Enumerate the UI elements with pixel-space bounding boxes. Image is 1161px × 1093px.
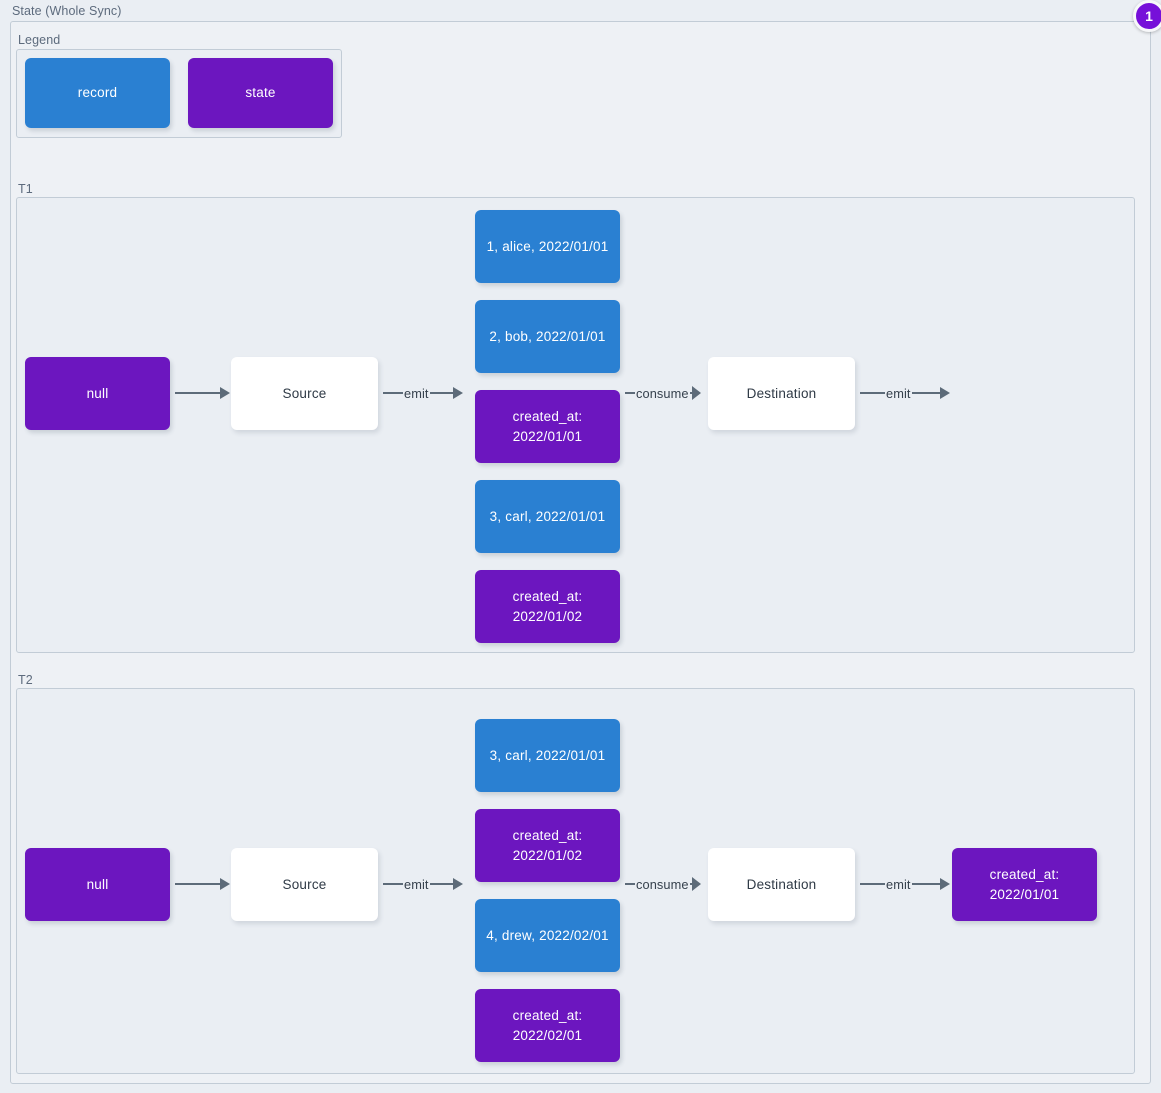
- t1-source-node: Source: [231, 357, 378, 430]
- t2-destination-node: Destination: [708, 848, 855, 921]
- t1-emitted-item-2: 2, bob, 2022/01/01: [475, 300, 620, 373]
- t1-edge-consume: consume: [625, 383, 701, 403]
- legend-item-state: state: [188, 58, 333, 128]
- t2-source-node: Source: [231, 848, 378, 921]
- legend-item-record: record: [25, 58, 170, 128]
- t1-emitted-item-1: 1, alice, 2022/01/01: [475, 210, 620, 283]
- diagram-title: State (Whole Sync): [12, 4, 122, 18]
- t2-emitted-item-1: 3, carl, 2022/01/01: [475, 719, 620, 792]
- t1-emitted-item-4: 3, carl, 2022/01/01: [475, 480, 620, 553]
- t2-edge-destination-emit: emit: [860, 874, 950, 894]
- t2-edge-source-emit-label: emit: [404, 876, 429, 892]
- t2-edge-destination-emit-label: emit: [886, 876, 911, 892]
- t2-edge-consume: consume: [625, 874, 701, 894]
- t1-edge-source-emit-label: emit: [404, 385, 429, 401]
- t2-edge-source-emit: emit: [383, 874, 463, 894]
- t1-edge-destination-emit-label: emit: [886, 385, 911, 401]
- section-label-t1: T1: [18, 182, 33, 196]
- t2-edge-consume-label: consume: [636, 876, 689, 892]
- section-label-t2: T2: [18, 673, 33, 687]
- t2-edge-state-to-source: [175, 874, 230, 894]
- t2-emitted-item-4: created_at: 2022/02/01: [475, 989, 620, 1062]
- t1-destination-node: Destination: [708, 357, 855, 430]
- t1-initial-state: null: [25, 357, 170, 430]
- t2-emitted-item-3: 4, drew, 2022/02/01: [475, 899, 620, 972]
- t1-emitted-item-5: created_at: 2022/01/02: [475, 570, 620, 643]
- legend-label: Legend: [18, 33, 61, 47]
- t1-emitted-item-3: created_at: 2022/01/01: [475, 390, 620, 463]
- t2-emitted-item-2: created_at: 2022/01/02: [475, 809, 620, 882]
- step-badge: 1: [1133, 0, 1161, 32]
- t1-edge-destination-emit: emit: [860, 383, 950, 403]
- t1-edge-state-to-source: [175, 383, 230, 403]
- t2-initial-state: null: [25, 848, 170, 921]
- t1-edge-source-emit: emit: [383, 383, 463, 403]
- t1-edge-consume-label: consume: [636, 385, 689, 401]
- t2-final-state: created_at: 2022/01/01: [952, 848, 1097, 921]
